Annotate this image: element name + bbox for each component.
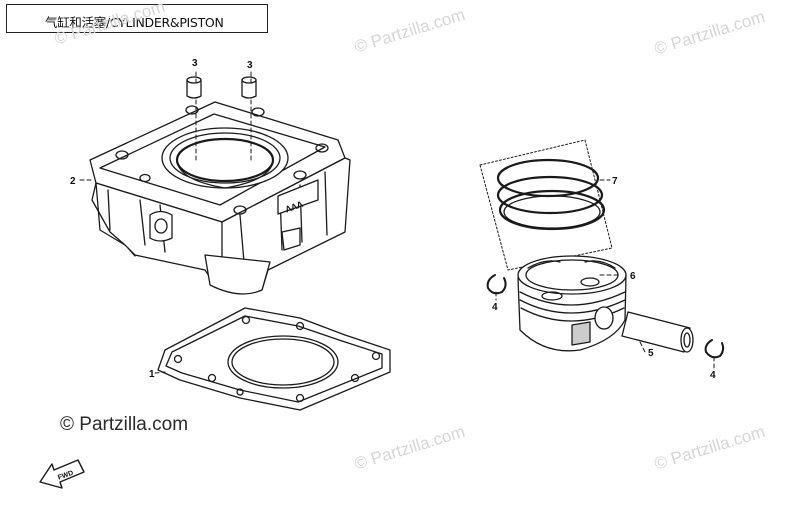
leader-lines [79, 71, 715, 374]
piston [517, 255, 627, 352]
page-title: 气缸和活塞/CYLINDER&PISTON [45, 15, 224, 30]
callout-label: 7 [612, 176, 618, 187]
callout-label: 6 [630, 271, 636, 282]
title-box: 气缸和活塞/CYLINDER&PISTON [6, 4, 268, 33]
callout-label: 2 [70, 176, 76, 187]
callout-label: 3 [192, 58, 198, 69]
dowel-pin-right [241, 76, 257, 99]
circlip-right [704, 339, 725, 359]
dowel-pin-left [186, 76, 202, 99]
watermark-main: © Partzilla.com [60, 414, 189, 435]
forward-arrow-icon: FWD [39, 459, 85, 489]
circlip-left [486, 274, 507, 295]
callout-label: 5 [648, 348, 654, 359]
callout-label: 3 [247, 60, 253, 71]
callout-label: 1 [149, 369, 155, 380]
callout-labels: 1 2 3 3 4 4 5 6 7 [70, 58, 716, 381]
cylinder-gasket [157, 307, 391, 411]
callout-label: 4 [710, 370, 716, 381]
cylinder-block: ɅɅɅ [89, 101, 351, 295]
callout-label: 4 [492, 302, 498, 313]
piston-pin [621, 311, 694, 353]
piston-rings [479, 139, 613, 271]
